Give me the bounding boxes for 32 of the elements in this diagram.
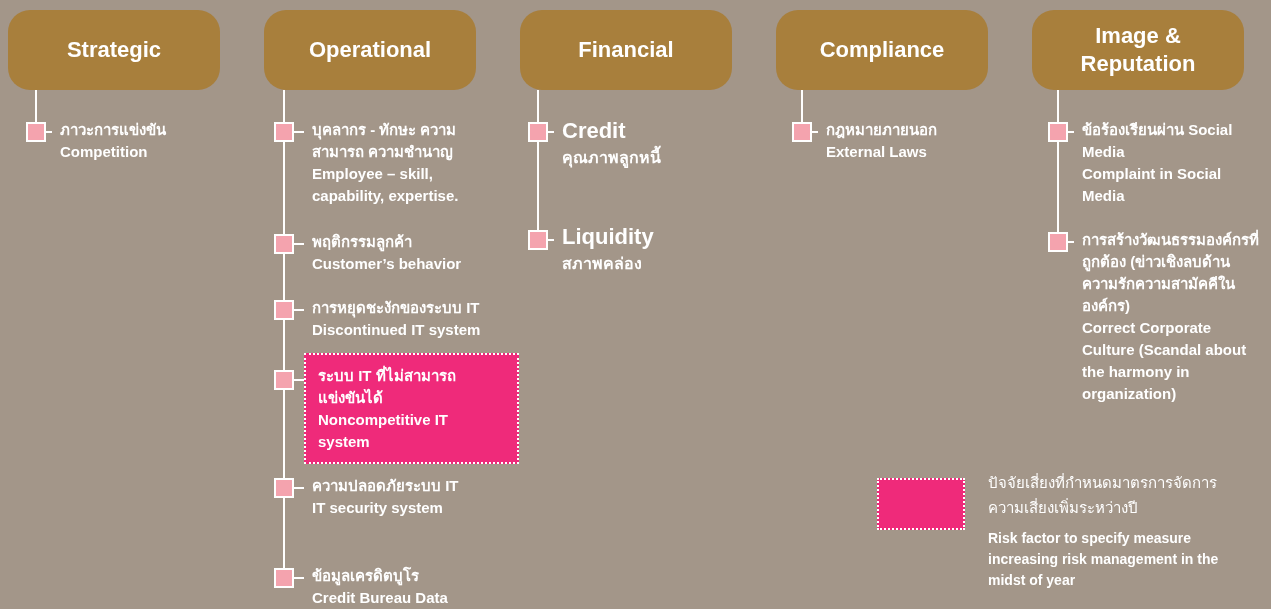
risk-text: ข้อร้องเรียนผ่าน Social Media	[1082, 120, 1234, 162]
category-header: Operational	[264, 10, 476, 90]
risk-text: External Laws	[826, 142, 928, 162]
risk-text: สภาพคล่อง	[562, 254, 643, 274]
risk-text: IT security system	[312, 498, 444, 518]
risk-text: Customer’s behavior	[312, 254, 463, 274]
risk-text: การหยุดชะงักของระบบ IT	[312, 298, 481, 319]
risk-text: Discontinued IT system	[312, 320, 482, 340]
risk-text: Credit Bureau Data	[312, 588, 449, 608]
risk-text: Correct Corporate Culture (Scandal about the harmony in organization)	[1082, 318, 1248, 404]
risk-text: Liquidity	[562, 223, 655, 251]
highlighted-risk-box	[304, 353, 519, 464]
legend-note: Risk factor to specify measure increasing risk management in the midst of year	[988, 529, 1220, 590]
category-header: Strategic	[8, 10, 220, 90]
risk-text: บุคลากร - ทักษะ ความสามารถ ความชำนาญ	[312, 120, 458, 163]
risk-text: พฤติกรรมลูกค้า	[312, 232, 413, 253]
risk-text: ระบบ IT ที่ไม่สามารถแข่งขันได้	[318, 365, 457, 408]
risk-text: ความปลอดภัยระบบ IT	[312, 476, 460, 496]
category-header: Compliance	[776, 10, 988, 90]
risk-text: คุณภาพลูกหนี้	[562, 146, 724, 170]
category-header: Image & Reputation	[1032, 10, 1244, 90]
risk-text: การสร้างวัฒนธรรมองค์กรที่ถูกต้อง (ข่าวเชิงลบด้านความรักความสามัคคีในองค์กร)	[1082, 229, 1259, 316]
risk-text: Competition	[60, 142, 149, 162]
legend-text: ปัจจัยเสี่ยงที่กำหนดมาตรการจัดการความเสี่ยงเพิ่มระหว่างปี	[988, 472, 1218, 518]
category-header: Financial	[520, 10, 732, 90]
risk-text: Employee – skill, capability, expertise.	[312, 164, 460, 206]
risk-text: Credit	[562, 117, 627, 145]
risk-text: ข้อมูลเครดิตบูโร	[312, 566, 420, 587]
risk-text: Complaint in Social Media	[1082, 164, 1223, 206]
risk-text: Noncompetitive IT system	[318, 410, 449, 452]
risk-text: กฎหมายภายนอก	[826, 120, 938, 141]
risk-text: ภาวะการแข่งขัน	[60, 120, 167, 140]
